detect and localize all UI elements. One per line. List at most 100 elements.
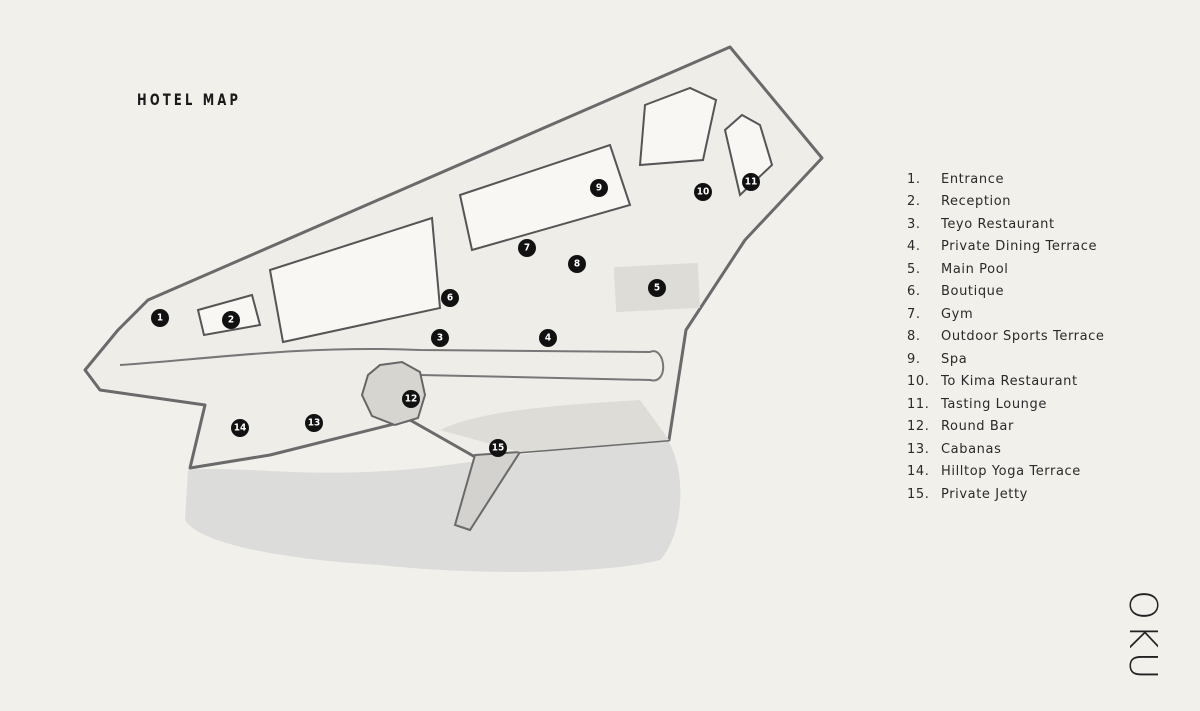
legend-item[interactable]: 10. To Kima Restaurant [907, 371, 1105, 394]
marker-number: 8 [574, 259, 580, 270]
map-marker-13[interactable]: 13 [305, 414, 323, 432]
map-marker-6[interactable]: 6 [441, 289, 459, 307]
legend-label: Tasting Lounge [941, 396, 1047, 412]
legend-label: Boutique [941, 284, 1005, 300]
legend: 1. Entrance 2. Reception 3. Teyo Restaurant… [907, 168, 1105, 506]
legend-number: 14. [907, 464, 930, 480]
map-marker-7[interactable]: 7 [518, 239, 536, 257]
legend-item[interactable]: 5. Main Pool [907, 258, 1105, 281]
map-marker-8[interactable]: 8 [568, 255, 586, 273]
legend-label: Spa [941, 351, 968, 367]
map-marker-11[interactable]: 11 [742, 173, 760, 191]
marker-dot [648, 279, 666, 297]
legend-label: Outdoor Sports Terrace [941, 329, 1105, 345]
marker-dot [590, 179, 608, 197]
marker-dot [568, 255, 586, 273]
marker-dot [231, 419, 249, 437]
legend-label: Gym [941, 306, 974, 322]
legend-number: 11. [907, 396, 930, 412]
legend-number: 6. [907, 284, 921, 300]
map-marker-12[interactable]: 12 [402, 390, 420, 408]
marker-dot [518, 239, 536, 257]
legend-item[interactable]: 2. Reception [907, 191, 1105, 214]
marker-number: 11 [745, 177, 758, 188]
marker-number: 3 [437, 333, 443, 344]
legend-label: Entrance [941, 171, 1005, 187]
marker-dot [305, 414, 323, 432]
legend-item[interactable]: 3. Teyo Restaurant [907, 213, 1105, 236]
marker-dot [742, 173, 760, 191]
legend-label: Teyo Restaurant [941, 216, 1055, 232]
legend-number: 2. [907, 194, 921, 210]
restaurant-building [638, 86, 718, 167]
marker-dot [402, 390, 420, 408]
legend-number: 3. [907, 216, 921, 232]
tasting-lounge-building [723, 113, 774, 197]
marker-dot [694, 183, 712, 201]
legend-label: Cabanas [941, 441, 1002, 457]
legend-number: 5. [907, 261, 921, 277]
map-marker-15[interactable]: 15 [489, 439, 507, 457]
legend-label: Main Pool [941, 261, 1009, 277]
map-marker-9[interactable]: 9 [590, 179, 608, 197]
legend-number: 10. [907, 374, 930, 390]
marker-number: 7 [524, 243, 530, 254]
legend-number: 13. [907, 441, 930, 457]
legend-label: Hilltop Yoga Terrace [941, 464, 1081, 480]
marker-dot [441, 289, 459, 307]
sea [185, 440, 681, 572]
round-bar [360, 360, 427, 427]
map-marker-1[interactable]: 1 [151, 309, 169, 327]
legend-item[interactable]: 13. Cabanas [907, 438, 1105, 461]
map-marker-5[interactable]: 5 [648, 279, 666, 297]
main-building [268, 216, 442, 344]
legend-item[interactable]: 15. Private Jetty [907, 483, 1105, 506]
marker-number: 13 [308, 418, 321, 429]
legend-item[interactable]: 11. Tasting Lounge [907, 393, 1105, 416]
legend-item[interactable]: 14. Hilltop Yoga Terrace [907, 461, 1105, 484]
legend-item[interactable]: 8. Outdoor Sports Terrace [907, 326, 1105, 349]
marker-dot [431, 329, 449, 347]
marker-number: 15 [492, 443, 505, 454]
legend-label: Private Dining Terrace [941, 239, 1098, 255]
marker-number: 9 [596, 183, 602, 194]
legend-item[interactable]: 9. Spa [907, 348, 1105, 371]
marker-number: 14 [234, 423, 247, 434]
map-marker-14[interactable]: 14 [231, 419, 249, 437]
legend-label: To Kima Restaurant [941, 374, 1078, 390]
legend-label: Round Bar [941, 419, 1014, 435]
legend-number: 12. [907, 419, 930, 435]
walkway [119, 348, 665, 382]
marker-dot [151, 309, 169, 327]
page-title: HOTEL MAP [137, 90, 242, 109]
legend-label: Reception [941, 194, 1012, 210]
marker-number: 12 [405, 394, 418, 405]
marker-number: 10 [697, 187, 710, 198]
oku-logo: OKU [1121, 590, 1165, 684]
map-marker-2[interactable]: 2 [222, 311, 240, 329]
marker-number: 6 [447, 293, 453, 304]
legend-item[interactable]: 4. Private Dining Terrace [907, 236, 1105, 259]
beach-area [440, 400, 669, 452]
legend-label: Private Jetty [941, 486, 1028, 502]
spa-building [458, 143, 632, 252]
map-marker-4[interactable]: 4 [539, 329, 557, 347]
marker-dot [489, 439, 507, 457]
legend-item[interactable]: 1. Entrance [907, 168, 1105, 191]
legend-number: 4. [907, 239, 921, 255]
legend-item[interactable]: 6. Boutique [907, 281, 1105, 304]
map-marker-3[interactable]: 3 [431, 329, 449, 347]
legend-item[interactable]: 7. Gym [907, 303, 1105, 326]
marker-dot [222, 311, 240, 329]
marker-number: 4 [545, 333, 551, 344]
legend-item[interactable]: 12. Round Bar [907, 416, 1105, 439]
marker-number: 5 [654, 283, 660, 294]
legend-number: 9. [907, 351, 921, 367]
legend-number: 8. [907, 329, 921, 345]
marker-number: 2 [228, 315, 234, 326]
map-marker-10[interactable]: 10 [694, 183, 712, 201]
legend-number: 15. [907, 486, 930, 502]
legend-number: 7. [907, 306, 921, 322]
legend-number: 1. [907, 171, 921, 187]
